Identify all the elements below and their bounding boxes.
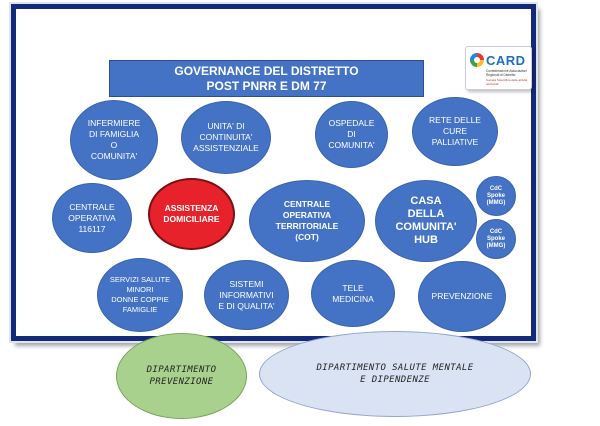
node-servizi-salute-minori: SERVIZI SALUTE MINORI DONNE COPPIE FAMIG… [97, 258, 183, 332]
node-sistemi-informativi: SISTEMI INFORMATIVI E DI QUALITA' [204, 260, 289, 330]
banner-title-line2: POST PNRR E DM 77 [206, 78, 327, 93]
dipartimento-prevenzione: DIPARTIMENTO PREVENZIONE [116, 333, 247, 419]
node-casa-comunita-hub: CASA DELLA COMUNITA' HUB [375, 180, 477, 262]
card-logo-tagline: Società Scientifica delle attività terri… [486, 78, 528, 86]
node-assistenza-domiciliare: ASSISTENZA DOMICILIARE [148, 178, 235, 250]
node-infermiere-famiglia: INFERMIERE DI FAMIGLIA O COMUNITA' [70, 100, 158, 180]
governance-banner: GOVERNANCE DEL DISTRETTO POST PNRR E DM … [109, 60, 424, 97]
node-centrale-operativa-116117: CENTRALE OPERATIVA 116117 [52, 183, 132, 253]
card-logo-subtitle: Confederazione Associazioni Regionali di… [486, 69, 527, 77]
card-logo: CARD Confederazione Associazioni Regiona… [465, 46, 532, 90]
node-prevenzione: PREVENZIONE [418, 261, 506, 332]
banner-title-line1: GOVERNANCE DEL DISTRETTO [174, 63, 359, 78]
node-unita-continuita: UNITA' DI CONTINUITA' ASSISTENZIALE [181, 101, 271, 174]
node-cdc-spoke-2: CdC Spoke (MMG) [476, 219, 516, 259]
node-centrale-operativa-territoriale: CENTRALE OPERATIVA TERRITORIALE (COT) [249, 180, 365, 262]
node-telemedicina: TELE MEDICINA [311, 260, 395, 327]
dipartimento-salute-mentale-dipendenze: DIPARTIMENTO SALUTE MENTALE E DIPENDENZE [259, 331, 531, 417]
node-rete-cure-palliative: RETE DELLE CURE PALLIATIVE [412, 97, 498, 166]
node-ospedale-comunita: OSPEDALE DI COMUNITA' [315, 101, 388, 168]
card-logo-ring-icon [470, 53, 484, 67]
node-cdc-spoke-1: CdC Spoke (MMG) [476, 176, 516, 216]
card-logo-wordmark: CARD [486, 53, 526, 68]
